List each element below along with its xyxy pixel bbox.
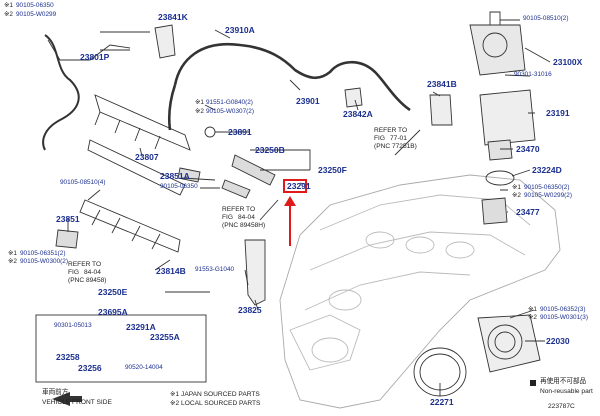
vehicle-front-arrow-icon bbox=[52, 392, 82, 406]
note-mark: ※1 bbox=[8, 250, 17, 257]
callout-23851a[interactable]: 23851A bbox=[160, 171, 190, 181]
callout-23100x[interactable]: 23100X bbox=[553, 57, 583, 67]
note-mark: ※2 bbox=[512, 192, 521, 199]
pointer-arrow-icon bbox=[286, 196, 294, 246]
note-mark: ※2 bbox=[8, 258, 17, 265]
callout-90105-06350-right[interactable]: 90105-06350(2) bbox=[524, 184, 570, 191]
callout-90105-08510-4[interactable]: 90105-08510(4) bbox=[60, 179, 106, 186]
callout-90105-w0301[interactable]: 90105-W0301(3) bbox=[540, 314, 588, 321]
vehicle-front-jp: 車両前方 bbox=[42, 389, 69, 396]
callout-91551-g0840[interactable]: 91551-G0840(2) bbox=[206, 99, 253, 106]
refer-fig-word-3: FIG bbox=[68, 269, 79, 276]
nonreuse-jp: 再使用不可部品 bbox=[540, 378, 587, 385]
callout-23255a[interactable]: 23255A bbox=[150, 332, 180, 342]
callout-90105-06351[interactable]: 90105-06351(2) bbox=[20, 250, 66, 257]
refer-fig-link-2[interactable]: 84-04 bbox=[238, 214, 255, 221]
non-reusable-icon bbox=[530, 380, 536, 386]
callout-23814b[interactable]: 23814B bbox=[156, 266, 186, 276]
callout-23470[interactable]: 23470 bbox=[516, 144, 540, 154]
note-mark: ※2 bbox=[4, 11, 13, 18]
callout-22271[interactable]: 22271 bbox=[430, 397, 454, 407]
callout-23291-highlighted[interactable]: 23291 bbox=[287, 181, 311, 191]
callout-23841b[interactable]: 23841B bbox=[427, 79, 457, 89]
callout-23901[interactable]: 23901 bbox=[296, 96, 320, 106]
callout-23825[interactable]: 23825 bbox=[238, 305, 262, 315]
callout-22030[interactable]: 22030 bbox=[546, 336, 570, 346]
callout-23191[interactable]: 23191 bbox=[546, 108, 570, 118]
callout-23910a[interactable]: 23910A bbox=[225, 25, 255, 35]
callout-23477[interactable]: 23477 bbox=[516, 207, 540, 217]
note-mark: ※1 bbox=[195, 99, 204, 106]
refer-pnc-3: (PNC 89458) bbox=[68, 277, 107, 284]
callout-90105-w0307[interactable]: 90105-W0307(2) bbox=[206, 108, 254, 115]
refer-fig-link-1[interactable]: 77-01 bbox=[390, 135, 407, 142]
callout-90105-w0300[interactable]: 90105-W0300(2) bbox=[20, 258, 68, 265]
vehicle-front-en: VEHICLE FRONT SIDE bbox=[42, 399, 112, 406]
callout-91553-g1040[interactable]: 91553-G1040 bbox=[195, 266, 235, 273]
note-mark: ※1 bbox=[4, 2, 13, 9]
callout-23695a[interactable]: 23695A bbox=[98, 307, 128, 317]
callout-90105-w0299-right[interactable]: 90105-W0299(2) bbox=[524, 192, 572, 199]
callout-90301-05013[interactable]: 90301-05013 bbox=[54, 322, 92, 329]
callout-23801p[interactable]: 23801P bbox=[80, 52, 110, 62]
callout-23224d[interactable]: 23224D bbox=[532, 165, 562, 175]
callout-23250b[interactable]: 23250B bbox=[255, 145, 285, 155]
note-mark: ※1 bbox=[528, 306, 537, 313]
highlight-box bbox=[283, 179, 307, 193]
callout-90105-w0299-top[interactable]: 90105-W0299 bbox=[16, 11, 57, 18]
note-mark: ※2 bbox=[195, 108, 204, 115]
callout-23250e[interactable]: 23250E bbox=[98, 287, 128, 297]
note-mark: ※2 bbox=[528, 314, 537, 321]
callout-23807[interactable]: 23807 bbox=[135, 152, 159, 162]
callout-23291a[interactable]: 23291A bbox=[126, 322, 156, 332]
refer-to-note-3: REFER TO bbox=[68, 261, 102, 268]
callout-90105-06350-mid[interactable]: 90105-06350 bbox=[160, 183, 198, 190]
japan-sourced-note: ※1 JAPAN SOURCED PARTS bbox=[170, 391, 260, 398]
refer-fig-word-1: FIG bbox=[374, 135, 385, 142]
refer-pnc-1: (PNC 77251B) bbox=[374, 143, 417, 150]
callout-23841k[interactable]: 23841K bbox=[158, 12, 188, 22]
refer-to-note-2: REFER TO bbox=[222, 206, 256, 213]
callout-90520-14004[interactable]: 90520-14004 bbox=[125, 364, 163, 371]
refer-pnc-2: (PNC 89458H) bbox=[222, 222, 266, 229]
callout-23258[interactable]: 23258 bbox=[56, 352, 80, 362]
callout-90105-08510-2[interactable]: 90105-08510(2) bbox=[523, 15, 569, 22]
callout-90105-06350-top[interactable]: 90105-06350 bbox=[16, 2, 54, 9]
local-sourced-note: ※2 LOCAL SOURCED PARTS bbox=[170, 400, 261, 407]
note-mark: ※1 bbox=[512, 184, 521, 191]
callout-23256[interactable]: 23256 bbox=[78, 363, 102, 373]
callout-23842a[interactable]: 23842A bbox=[343, 109, 373, 119]
callout-23891[interactable]: 23891 bbox=[228, 127, 252, 137]
callout-23250f[interactable]: 23250F bbox=[318, 165, 347, 175]
refer-fig-word-2: FIG bbox=[222, 214, 233, 221]
callout-90105-06352[interactable]: 90105-06352(3) bbox=[540, 306, 586, 313]
callout-23851[interactable]: 23851 bbox=[56, 214, 80, 224]
refer-to-note-1: REFER TO bbox=[374, 127, 408, 134]
refer-fig-link-3[interactable]: 84-04 bbox=[84, 269, 101, 276]
nonreuse-en: Non-reusable part bbox=[540, 388, 593, 395]
callout-90301-31016[interactable]: 90301-31016 bbox=[514, 71, 552, 78]
diagram-code: 223787C bbox=[548, 403, 575, 410]
